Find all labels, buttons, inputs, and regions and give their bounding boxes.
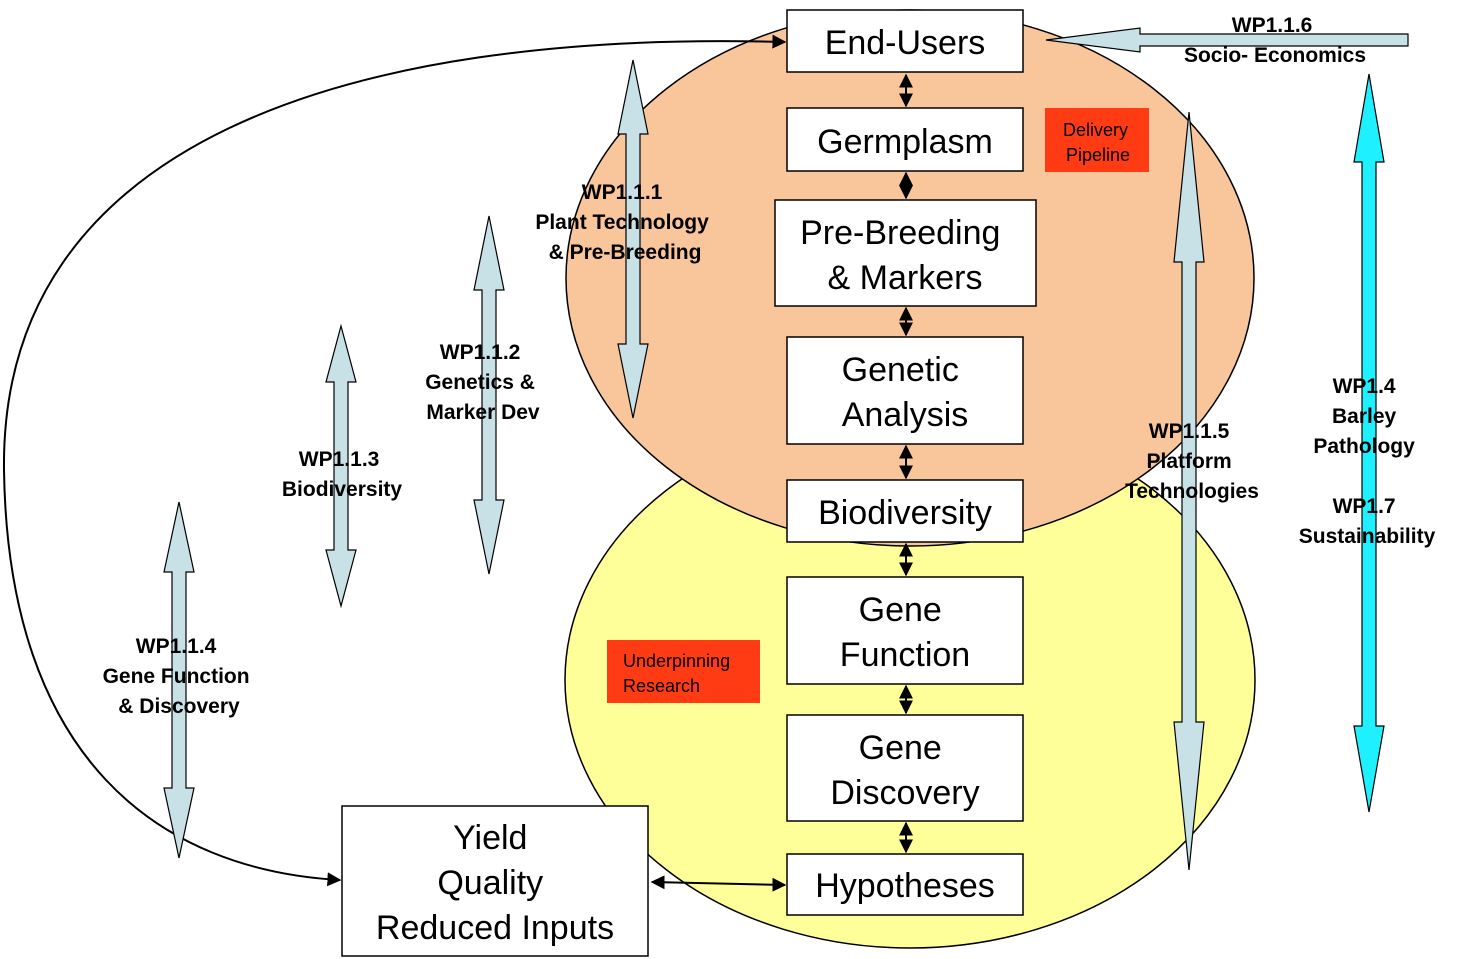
svg-text:Yield Quality Redu: Yield Quality Reduced Inputs xyxy=(376,819,614,947)
box-hypotheses: Hypotheses xyxy=(786,853,1024,916)
wp-line: WP1.7 xyxy=(1333,495,1396,518)
wp-line: Gene Function xyxy=(103,665,250,688)
svg-text:Underpinning Research: Underpinning Research xyxy=(623,651,735,696)
wp-line: Barley xyxy=(1332,405,1397,428)
wp-line: Platform xyxy=(1146,450,1231,473)
svg-text:Hypotheses: Hypotheses xyxy=(815,867,995,905)
wp-line: WP1.1.4 xyxy=(136,635,217,658)
box-label-line: Germplasm xyxy=(817,123,993,161)
box-biodiversity: Biodiversity xyxy=(786,479,1024,543)
svg-text:Delivery Pipeline: Delivery Pipeline xyxy=(1063,120,1133,165)
tag-line: Research xyxy=(623,676,700,696)
wp-line: Marker Dev xyxy=(426,401,540,424)
box-label-line: Function xyxy=(840,636,970,674)
box-gene-function: Gene Function xyxy=(786,576,1024,685)
box-label-line: Gene xyxy=(859,729,942,767)
box-genetic-analysis: Genetic Analysis xyxy=(786,336,1024,445)
svg-text:Genetic Analysis: Genetic Analysis xyxy=(842,351,969,434)
wp-line: WP1.1.1 xyxy=(582,181,663,204)
tag-line: Underpinning xyxy=(623,651,730,671)
svg-text:Gene Discovery: Gene Discovery xyxy=(830,729,979,812)
outcome-line: Yield xyxy=(453,819,527,857)
box-label-line: Analysis xyxy=(842,396,969,434)
outcome-line: Quality xyxy=(437,864,543,902)
svg-text:Gene Function: Gene Function xyxy=(840,591,970,674)
wp-line: & Discovery xyxy=(118,695,240,718)
wp-line: WP1.1.2 xyxy=(440,341,521,364)
wp-line: Genetics & xyxy=(425,371,535,394)
wp-line: WP1.1.6 xyxy=(1232,14,1313,37)
box-pre-breeding: Pre-Breeding & Markers xyxy=(774,199,1037,307)
wp111-label: WP1.1.1 Plant Technology & Pre-Breeding xyxy=(535,181,714,264)
wp114-double-arrow xyxy=(163,501,195,859)
wp-line: Socio- Economics xyxy=(1184,44,1366,67)
wp14-wp17-label: WP1.4 Barley Pathology WP1.7 Sustainabil… xyxy=(1299,375,1436,548)
feedback-curve-arrow xyxy=(2,34,787,887)
wp-line: Technologies xyxy=(1125,480,1259,503)
box-label-line: End-Users xyxy=(825,24,986,62)
wp114-label: WP1.1.4 Gene Function & Discovery xyxy=(103,635,256,718)
box-yield-quality-inputs: Yield Quality Reduced Inputs xyxy=(341,805,649,957)
tag-line: Pipeline xyxy=(1066,145,1130,165)
box-label-line: Hypotheses xyxy=(815,867,995,905)
wp112-label: WP1.1.2 Genetics & Marker Dev xyxy=(425,341,541,424)
wp112-double-arrow xyxy=(473,215,505,575)
tag-line: Delivery xyxy=(1063,120,1128,140)
wp113-label: WP1.1.3 Biodiversity xyxy=(282,448,403,501)
wp-line: Plant Technology xyxy=(535,211,709,234)
socio-economics-arrow xyxy=(1045,27,1409,53)
wp14-wp17-double-arrow xyxy=(1353,73,1385,813)
wp-line: WP1.1.5 xyxy=(1149,420,1230,443)
svg-text:Germplasm: Germplasm xyxy=(817,123,993,161)
box-label-line: Pre-Breeding xyxy=(800,214,1000,252)
wp-line: Biodiversity xyxy=(282,478,403,501)
wp-line: & Pre-Breeding xyxy=(549,241,702,264)
svg-text:Biodiversity: Biodiversity xyxy=(818,494,992,532)
tag-underpinning-research: Underpinning Research xyxy=(607,640,760,703)
wp-line: Sustainability xyxy=(1299,525,1436,548)
wp-line: Pathology xyxy=(1313,435,1415,458)
outcome-line: Reduced Inputs xyxy=(376,909,614,947)
wp-line: WP1.1.3 xyxy=(299,448,380,471)
box-label-line: Genetic xyxy=(842,351,959,389)
box-end-users: End-Users xyxy=(786,9,1024,73)
box-gene-discovery: Gene Discovery xyxy=(786,714,1024,822)
box-label-line: Discovery xyxy=(830,774,979,812)
box-label-line: Biodiversity xyxy=(818,494,992,532)
wp-line: WP1.4 xyxy=(1333,375,1396,398)
box-label-line: & Markers xyxy=(828,259,983,297)
tag-delivery-pipeline: Delivery Pipeline xyxy=(1045,108,1149,172)
svg-text:Pre-Breeding & Markers: Pre-Breeding & Markers xyxy=(800,214,1010,297)
wp111-double-arrow xyxy=(617,59,649,419)
wp113-double-arrow xyxy=(325,323,357,609)
svg-text:End-Users: End-Users xyxy=(825,24,986,62)
wp115-double-arrow xyxy=(1173,111,1205,871)
yield-hypotheses-arrow xyxy=(650,875,787,892)
box-label-line: Gene xyxy=(859,591,942,629)
wp115-label: WP1.1.5 Platform Technologies xyxy=(1125,420,1259,503)
box-germplasm: Germplasm xyxy=(786,107,1024,172)
wp116-label: WP1.1.6 Socio- Economics xyxy=(1184,14,1366,67)
